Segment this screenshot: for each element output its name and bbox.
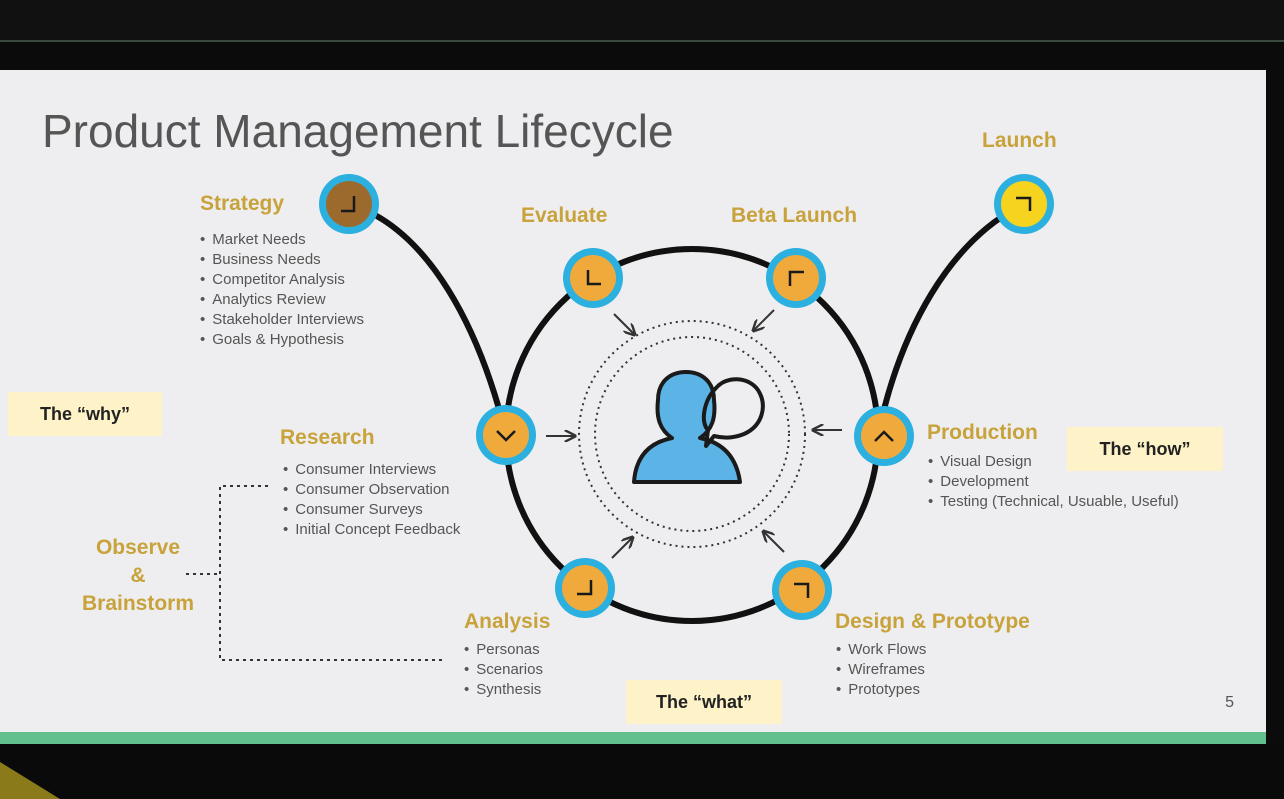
design-prototype-list: Work Flows Wireframes Prototypes (836, 640, 926, 700)
list-item: Synthesis (464, 680, 543, 700)
center-ring-outer (578, 320, 806, 548)
arrow-beta (754, 309, 775, 330)
center-ring-inner (594, 336, 790, 532)
arrow-evaluate (613, 313, 634, 334)
list-item: Work Flows (836, 640, 926, 660)
launch-curve (875, 201, 1026, 436)
corner-decoration (0, 762, 60, 799)
strategy-list: Market Needs Business Needs Competitor A… (200, 230, 364, 350)
strategy-curve (349, 201, 509, 436)
list-item: Goals & Hypothesis (200, 330, 364, 350)
person-speech-icon (632, 370, 765, 484)
analysis-label: Analysis (464, 610, 551, 633)
list-item: Scenarios (464, 660, 543, 680)
slide-footer-stripe (0, 732, 1266, 744)
list-item: Analytics Review (200, 290, 364, 310)
analysis-list: Personas Scenarios Synthesis (464, 640, 543, 700)
list-item: Wireframes (836, 660, 926, 680)
observe-brainstorm-label: Observe & Brainstorm (78, 534, 198, 618)
arrow-analysis (611, 538, 632, 559)
how-tag: The “how” (1067, 427, 1223, 471)
ampersand-line: & (130, 564, 146, 587)
lifecycle-diagram (186, 174, 1054, 661)
research-list: Consumer Interviews Consumer Observation… (283, 460, 460, 540)
evaluate-label: Evaluate (521, 204, 608, 227)
window-bottom-area (0, 744, 1284, 799)
list-item: Market Needs (200, 230, 364, 250)
what-tag: The “what” (626, 680, 782, 724)
list-item: Business Needs (200, 250, 364, 270)
list-item: Testing (Technical, Usuable, Useful) (928, 492, 1178, 512)
list-item: Consumer Observation (283, 480, 460, 500)
strategy-label: Strategy (200, 192, 285, 215)
design-prototype-label: Design & Prototype (835, 610, 1030, 633)
beta-launch-label: Beta Launch (731, 204, 858, 227)
analysis-node[interactable] (555, 558, 615, 618)
production-list: Visual Design Development Testing (Techn… (928, 452, 1179, 512)
beta-launch-node[interactable] (766, 248, 826, 308)
list-item: Consumer Surveys (283, 500, 460, 520)
why-tag: The “why” (8, 392, 162, 436)
launch-label: Launch (982, 129, 1057, 152)
list-item: Visual Design (928, 452, 1179, 472)
list-item: Personas (464, 640, 543, 660)
list-item: Competitor Analysis (200, 270, 364, 290)
observe-bracket (186, 485, 442, 661)
list-item: Consumer Interviews (283, 460, 460, 480)
design-prototype-node[interactable] (772, 560, 832, 620)
window-top-bar (0, 0, 1284, 42)
research-label: Research (280, 426, 375, 449)
observe-line: Observe (95, 536, 181, 559)
list-item: Development (928, 472, 1179, 492)
list-item: Stakeholder Interviews (200, 310, 364, 330)
production-label: Production (927, 421, 1038, 444)
evaluate-node[interactable] (563, 248, 623, 308)
list-item: Initial Concept Feedback (283, 520, 460, 540)
list-item: Prototypes (836, 680, 926, 700)
brainstorm-line: Brainstorm (81, 592, 195, 615)
research-node[interactable] (476, 405, 536, 465)
slide: Product Management Lifecycle (0, 70, 1266, 732)
production-node[interactable] (854, 406, 914, 466)
slide-title: Product Management Lifecycle (42, 105, 674, 157)
page-number: 5 (1225, 694, 1234, 711)
launch-node[interactable] (994, 174, 1054, 234)
arrow-design (764, 532, 785, 553)
strategy-node[interactable] (319, 174, 379, 234)
